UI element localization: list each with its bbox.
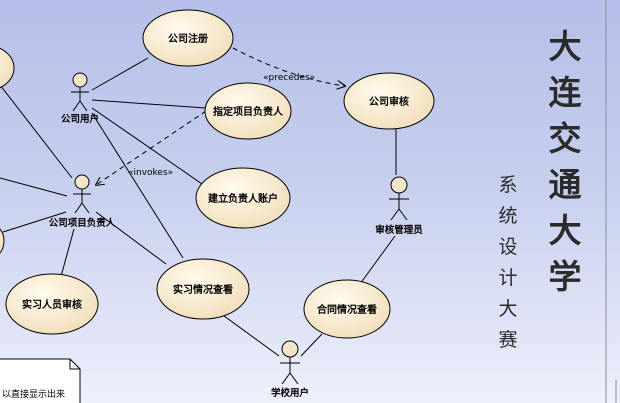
use-case-label: 实习情况查看 [173, 283, 233, 296]
actor-label: 公司用户 [61, 113, 99, 125]
assoc-line [91, 99, 207, 109]
actor-head [390, 176, 408, 194]
invokes-arrow [96, 110, 207, 185]
use-case-label: 指定项目负责人 [213, 105, 284, 118]
use-case-assign-leader[interactable]: 指定项目负责人 [204, 82, 292, 140]
actor-head [72, 72, 88, 88]
assoc-line [219, 312, 280, 357]
partial-use-case[interactable] [0, 45, 15, 91]
use-case-contract-check[interactable]: 合同情况查看 [303, 279, 391, 339]
title-sub: 系 统 设 计 大 赛 [498, 174, 517, 351]
subtitle-char: 设 [498, 236, 517, 258]
title-char: 大 [549, 27, 582, 66]
title-char: 大 [549, 211, 582, 250]
assoc-line [91, 112, 184, 259]
use-case-label: 合同情况查看 [316, 303, 377, 316]
title-char: 通 [549, 165, 582, 204]
subtitle-char: 统 [498, 205, 517, 227]
actor-head [74, 174, 90, 190]
use-case-company-review[interactable]: 公司审核 [343, 72, 435, 130]
precedes-label: «precedes» [263, 73, 315, 83]
precedes-arrow [232, 47, 345, 86]
partial-use-case[interactable] [0, 224, 5, 258]
assoc-line [2, 211, 67, 233]
associations [0, 57, 397, 357]
invokes-label: «invokes» [128, 168, 173, 178]
actor-review-admin[interactable]: 审核管理员 [375, 176, 423, 236]
title-char: 学 [549, 257, 582, 296]
use-case-label: 实习人员审核 [22, 298, 82, 311]
assoc-line [91, 57, 149, 91]
subtitle-char: 大 [498, 298, 517, 320]
subtitle-char: 系 [498, 174, 517, 196]
use-case-create-leader-account[interactable]: 建立负责人账户 [195, 167, 291, 229]
actor-project-leader[interactable]: 公司项目负责人 [49, 174, 116, 229]
assoc-line [0, 84, 73, 179]
assoc-line [0, 177, 68, 197]
title-main: 大 连 交 通 大 学 [549, 27, 583, 296]
title-char: 连 [549, 73, 583, 112]
use-case-label: 公司注册 [168, 32, 208, 45]
note-text: 以直接显示出来 [2, 388, 65, 400]
subtitle-char: 赛 [498, 329, 517, 351]
assoc-line [300, 333, 323, 357]
assoc-line [359, 235, 396, 285]
actor-head [281, 340, 299, 358]
actor-label: 审核管理员 [375, 224, 423, 236]
use-case-label: 建立负责人账户 [207, 192, 278, 205]
subtitle-char: 计 [498, 267, 517, 289]
actor-school-user[interactable]: 学校用户 [271, 340, 309, 399]
actor-label: 学校用户 [271, 387, 309, 399]
actor-label: 公司项目负责人 [49, 217, 116, 229]
title-char: 交 [549, 119, 582, 158]
note-box[interactable]: 以直接显示出来 [0, 358, 81, 403]
assoc-line [95, 211, 167, 265]
assoc-line [91, 107, 206, 187]
use-case-intern-review[interactable]: 实习人员审核 [5, 273, 99, 335]
actor-company-user[interactable]: 公司用户 [61, 72, 99, 125]
use-case-company-register[interactable]: 公司注册 [142, 9, 234, 67]
use-case-label: 公司审核 [369, 95, 409, 108]
use-case-internship-check[interactable]: 实习情况查看 [156, 258, 250, 320]
assoc-line [59, 228, 75, 281]
